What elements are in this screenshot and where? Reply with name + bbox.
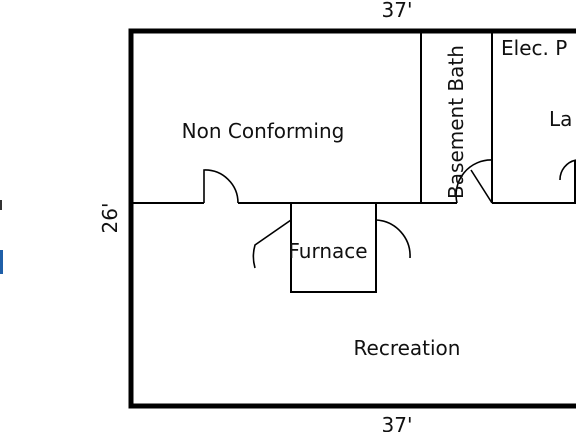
furnace-door-swing-left	[252, 219, 292, 269]
furnace-room-wall	[290, 203, 377, 293]
dimension-bottom-width: 37'	[382, 413, 413, 432]
room-label-non-conforming: Non Conforming	[182, 119, 345, 143]
room-label-basement-bath: Basement Bath	[444, 45, 468, 199]
bath-door-swing	[455, 159, 493, 204]
non-conforming-door-swing	[203, 169, 239, 204]
room-label-elec-panel: Elec. P	[501, 36, 567, 60]
laundry-door-swing	[559, 159, 576, 181]
furnace-door-swing-right	[375, 208, 411, 259]
room-label-recreation: Recreation	[354, 336, 461, 360]
dimension-top-width: 37'	[382, 0, 413, 22]
room-label-laundry: La	[549, 107, 572, 131]
room-label-furnace: Furnace	[288, 239, 367, 263]
dimension-left-depth: 26'	[98, 203, 122, 234]
left-edge-mark-blue	[0, 250, 3, 274]
left-edge-mark-dark	[0, 200, 2, 210]
outer-wall	[128, 28, 576, 409]
